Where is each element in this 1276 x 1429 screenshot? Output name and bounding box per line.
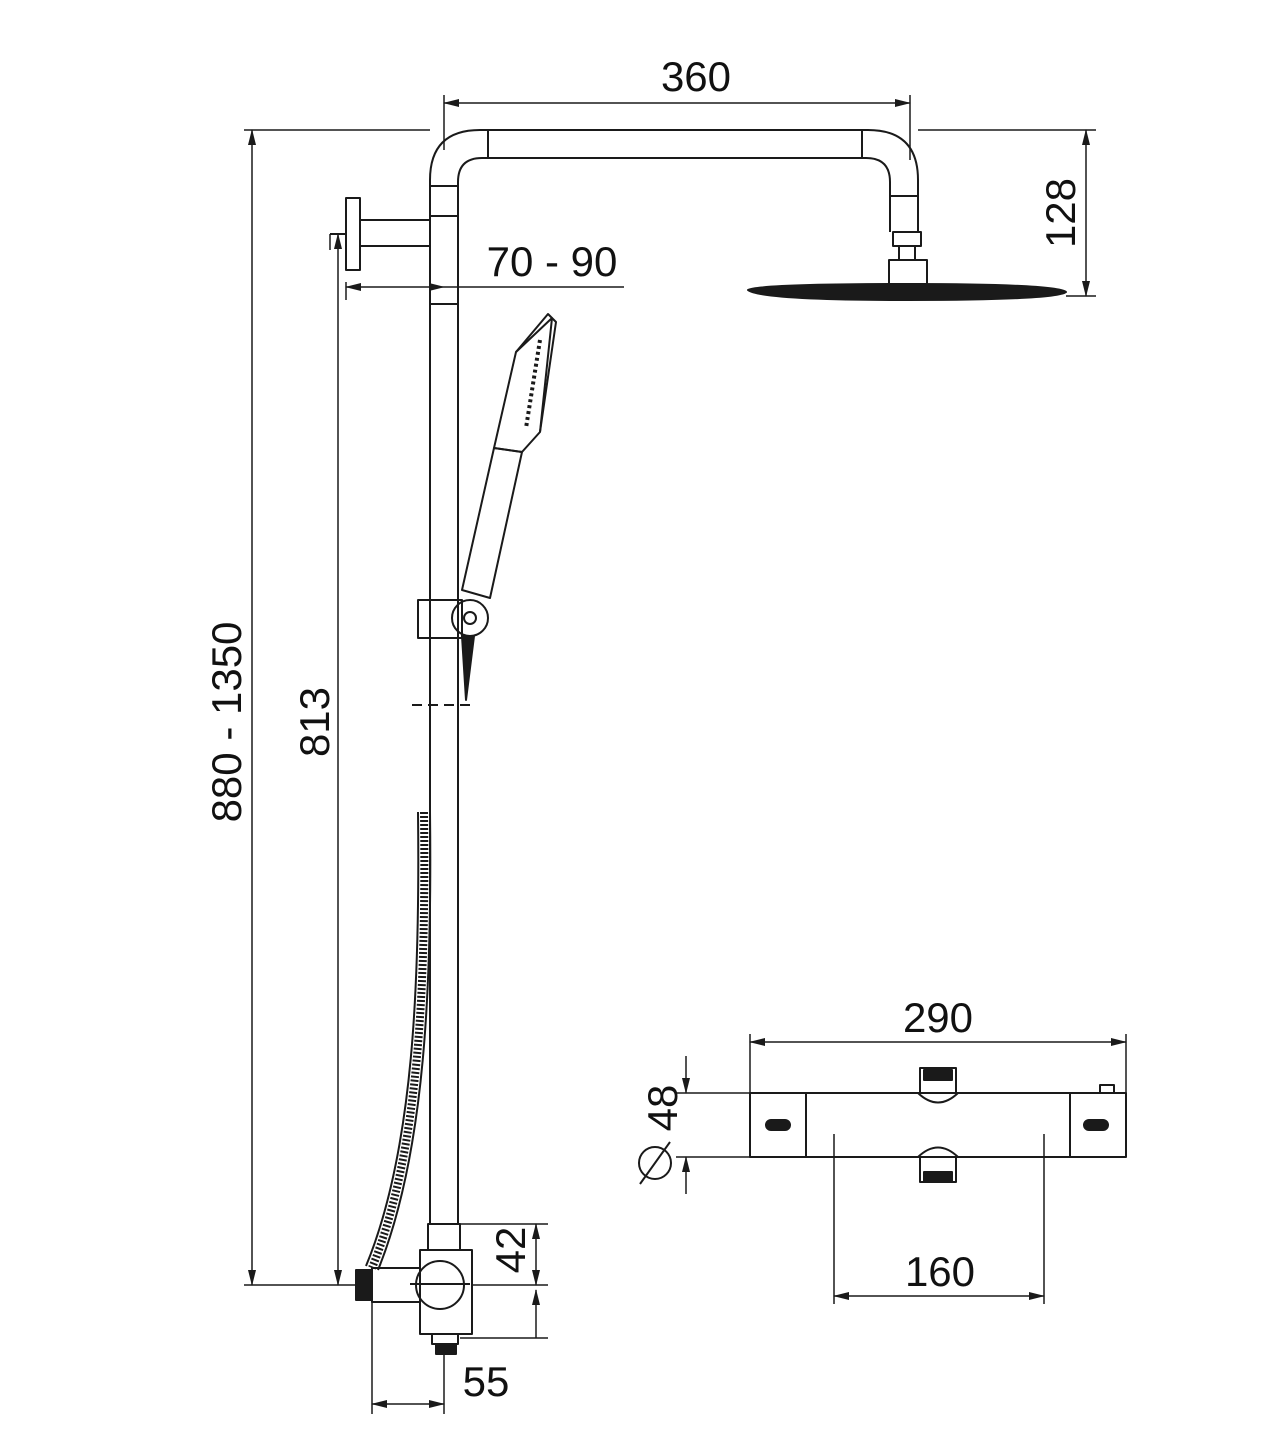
dim-813: 813 — [291, 687, 338, 757]
hand-shower — [461, 313, 557, 599]
diameter-symbol — [638, 1141, 672, 1185]
dim-42: 42 — [487, 1227, 534, 1274]
dim-128: 128 — [1037, 178, 1084, 248]
dim-880-1350: 880 - 1350 — [203, 622, 250, 823]
riser-bar — [412, 304, 476, 1224]
dim-55: 55 — [463, 1358, 510, 1405]
dim-70-90: 70 - 90 — [487, 238, 618, 285]
rain-shower-head — [747, 231, 1067, 301]
wall-bracket — [330, 197, 459, 305]
dim-diameter-48: 48 — [639, 1085, 686, 1132]
diverter-body — [355, 1223, 473, 1355]
dim-290: 290 — [903, 994, 973, 1041]
dimension-lines — [244, 95, 1127, 1414]
shower-hose — [365, 811, 432, 1271]
thermostat-mixer — [749, 1067, 1127, 1183]
overhead-shower-arm — [429, 129, 919, 232]
dim-360: 360 — [661, 53, 731, 100]
slider-holder — [417, 599, 489, 701]
dim-160: 160 — [905, 1248, 975, 1295]
